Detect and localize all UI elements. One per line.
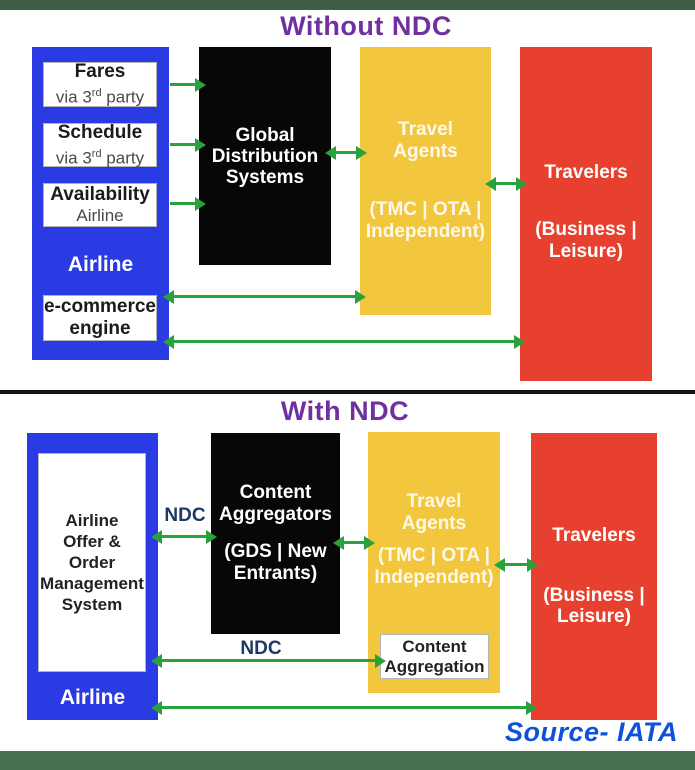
travelers-title-with: Travelers <box>552 525 636 546</box>
ndc-label-airline-aggregators: NDC <box>164 505 206 526</box>
ecommerce-line2: engine <box>69 318 131 339</box>
ecommerce-engine-box: e-commerce engine <box>43 295 157 341</box>
fares-subtitle: via 3rd party <box>55 87 145 107</box>
airline-offer-order-management-box: Airline Offer & Order Management System <box>38 453 146 672</box>
section-title-with-ndc: With NDC <box>280 396 410 426</box>
travel-agents-subtitle: (TMC | OTA | Independent) <box>365 199 486 242</box>
travel-agents-box-with: Travel Agents (TMC | OTA | Independent) … <box>368 432 500 693</box>
arrow-aggregators-travel-agents <box>333 536 375 550</box>
airline-oms-text: Airline Offer & Order Management System <box>40 511 144 614</box>
arrow-schedule-to-gds <box>170 138 206 152</box>
arrow-airline-travelers-with <box>151 701 537 715</box>
airline-label-with: Airline <box>59 686 126 709</box>
arrow-travel-agents-travelers-with <box>494 558 538 572</box>
content-aggregation-box: Content Aggregation <box>380 634 489 679</box>
arrow-availability-to-gds <box>170 197 206 211</box>
gds-line1: Global <box>235 124 295 146</box>
airline-box-with: Airline Offer & Order Management System … <box>27 433 158 720</box>
availability-title: Availability <box>50 184 150 205</box>
top-border-bar <box>0 0 695 10</box>
arrow-airline-content-aggregation-ndc <box>151 654 386 668</box>
travelers-box-with: Travelers (Business | Leisure) <box>531 433 657 720</box>
gds-line2: Distribution <box>211 145 319 167</box>
arrow-airline-aggregators-ndc <box>151 530 217 544</box>
fares-title: Fares <box>74 61 126 83</box>
arrow-airline-travel-agents <box>163 290 366 304</box>
availability-subtitle: Airline <box>76 206 124 225</box>
section-divider <box>0 390 695 394</box>
fares-box: Fares via 3rd party <box>43 61 157 107</box>
airline-box-without: Fares via 3rd party Schedule via 3rd par… <box>32 47 169 360</box>
travel-agents-title-with: Travel Agents <box>401 491 467 534</box>
travelers-subtitle-with: (Business | Leisure) <box>543 585 645 627</box>
global-distribution-systems-box: Global Distribution Systems <box>199 47 331 265</box>
aggregators-title: Content Aggregators <box>219 482 332 525</box>
content-aggregators-box: Content Aggregators (GDS | New Entrants) <box>211 433 340 634</box>
arrow-travel-agents-travelers <box>485 177 527 191</box>
ndc-label-airline-content-aggregation: NDC <box>240 638 282 659</box>
airline-label-without: Airline <box>67 253 134 276</box>
schedule-subtitle: via 3rd party <box>55 147 145 168</box>
travel-agents-box-without: Travel Agents (TMC | OTA | Independent) <box>360 47 491 315</box>
aggregators-subtitle: (GDS | New Entrants) <box>224 541 327 584</box>
availability-box: Availability Airline <box>43 183 157 227</box>
travel-agents-title: Travel Agents <box>393 119 458 162</box>
arrow-airline-travelers-without <box>163 335 525 349</box>
schedule-box: Schedule via 3rd party <box>43 121 157 168</box>
arrow-fares-to-gds <box>170 78 206 92</box>
travelers-title: Travelers <box>544 162 628 183</box>
arrow-gds-travel-agents <box>325 146 367 160</box>
gds-line3: Systems <box>225 166 305 188</box>
travelers-box-without: Travelers (Business | Leisure) <box>520 47 652 381</box>
ecommerce-line1: e-commerce <box>44 296 156 317</box>
content-aggregation-text: Content Aggregation <box>384 636 485 676</box>
bottom-border-bar <box>0 751 695 770</box>
section-title-without-ndc: Without NDC <box>280 11 452 41</box>
travel-agents-subtitle-with: (TMC | OTA | Independent) <box>374 545 494 588</box>
travelers-subtitle: (Business | Leisure) <box>535 219 637 262</box>
source-attribution: Source- IATA <box>505 717 679 747</box>
schedule-title: Schedule <box>57 121 143 143</box>
